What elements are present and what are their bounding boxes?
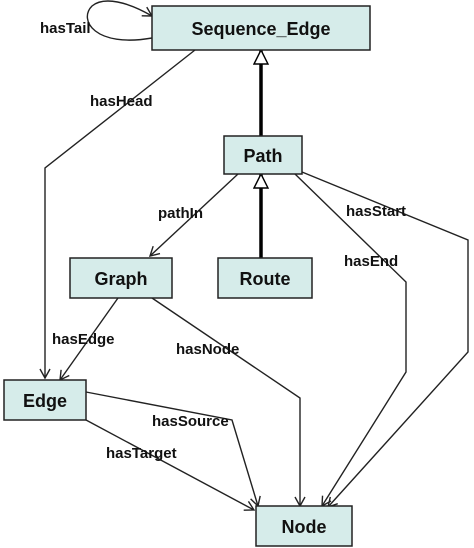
edge-has-node (151, 297, 306, 508)
label-has-target: hasTarget (106, 445, 177, 462)
label-has-start: hasStart (346, 203, 406, 220)
label-has-source: hasSource (152, 413, 229, 430)
node-sequence-edge: Sequence_Edge (151, 5, 371, 51)
edge-path-in (148, 173, 239, 257)
label-has-end: hasEnd (344, 253, 398, 270)
edge-has-target (85, 419, 256, 511)
label-has-head: hasHead (90, 93, 153, 110)
node-path-label: Path (243, 146, 282, 166)
node-edge: Edge (3, 379, 87, 421)
label-has-node: hasNode (176, 341, 239, 358)
edge-has-end (294, 173, 407, 508)
edge-has-edge (59, 297, 119, 382)
node-path: Path (223, 135, 303, 175)
edge-has-source (85, 391, 261, 508)
label-path-in: pathIn (158, 205, 203, 222)
node-edge-label: Edge (23, 391, 67, 411)
node-sequence-edge-label: Sequence_Edge (191, 19, 330, 39)
node-route: Route (217, 257, 313, 299)
node-graph: Graph (69, 257, 173, 299)
edge-has-head (39, 49, 196, 380)
edge-has-tail (86, 0, 154, 41)
label-has-tail: hasTail (40, 20, 91, 37)
node-node: Node (255, 505, 353, 547)
node-route-label: Route (240, 269, 291, 289)
edge-has-start (301, 171, 469, 509)
label-has-edge: hasEdge (52, 331, 115, 348)
node-node-label: Node (282, 517, 327, 537)
node-graph-label: Graph (94, 269, 147, 289)
